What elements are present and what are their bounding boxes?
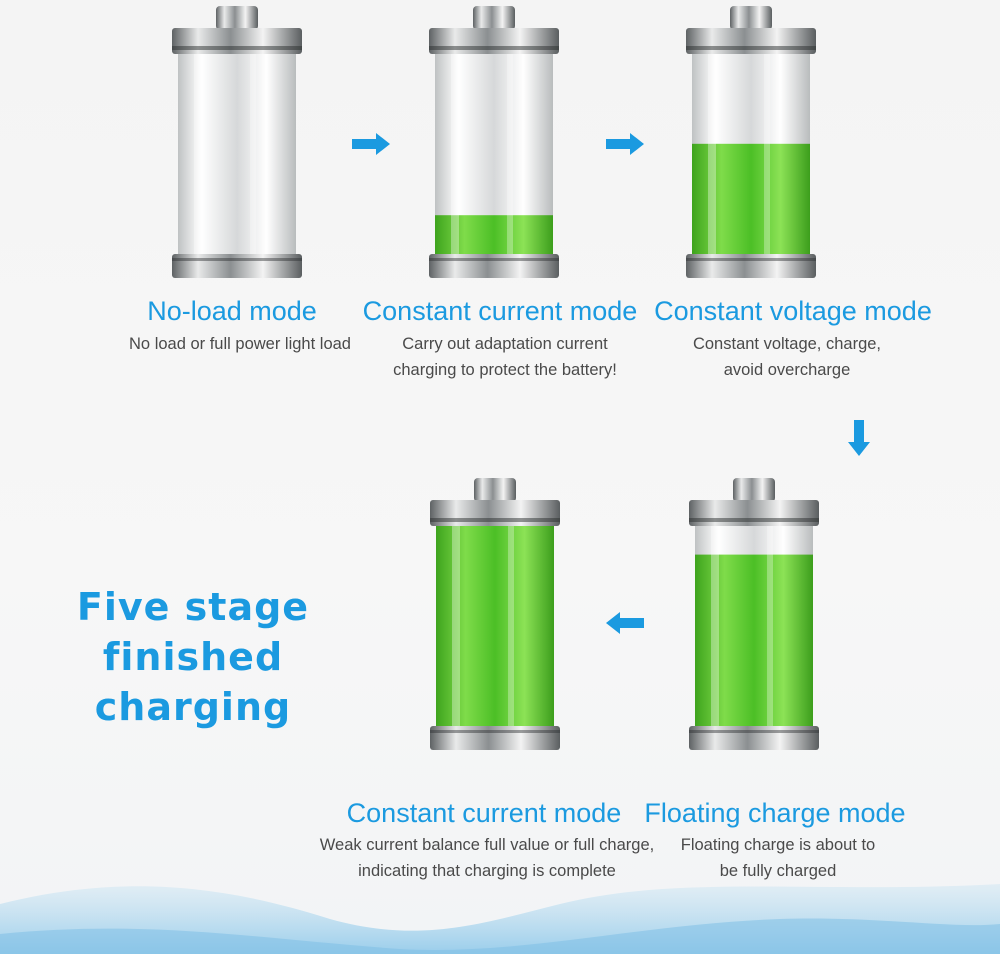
- desc-line: charging to protect the battery!: [393, 361, 617, 379]
- battery-top-band-shadow: [686, 46, 816, 50]
- battery-bottom-band: [689, 726, 819, 750]
- arrow-right-icon: [606, 133, 644, 155]
- arrow-down-icon: [848, 420, 870, 456]
- stage-desc-floating-charge: Floating charge is about to be fully cha…: [660, 832, 896, 884]
- desc-line: be fully charged: [719, 862, 837, 880]
- stage-title-constant-current: Constant current mode: [362, 296, 638, 326]
- battery-top-band-shadow: [430, 518, 560, 522]
- stage-desc-constant-voltage: Constant voltage, charge, avoid overchar…: [660, 331, 914, 383]
- headline-line-1: Five stage: [76, 585, 310, 629]
- headline: Five stage finished charging: [26, 582, 360, 732]
- stage-title-floating-charge: Floating charge mode: [644, 798, 906, 828]
- battery-highlight: [452, 524, 460, 728]
- desc-line: Constant voltage, charge,: [692, 335, 882, 353]
- battery-terminal: [733, 478, 775, 502]
- battery-highlight: [250, 52, 256, 256]
- battery-charge-fill: [436, 524, 554, 728]
- battery-top-band-shadow: [689, 518, 819, 522]
- desc-line: Floating charge is about to: [680, 836, 876, 854]
- desc-line: indicating that charging is complete: [358, 862, 616, 880]
- stage-desc-no-load: No load or full power light load: [100, 331, 380, 357]
- battery-highlight: [451, 52, 459, 256]
- battery-top-band-shadow: [429, 46, 559, 50]
- battery-highlight: [767, 524, 773, 728]
- desc-line: avoid overcharge: [723, 361, 851, 379]
- battery-top-band: [686, 28, 816, 54]
- battery-floating-charge: [689, 478, 819, 750]
- battery-charge-fill: [692, 143, 810, 256]
- stage-desc-complete: Weak current balance full value or full …: [306, 832, 668, 884]
- stage-title-no-load: No-load mode: [147, 296, 317, 326]
- battery-bottom-band-shadow: [430, 730, 560, 733]
- battery-bottom-band-shadow: [686, 258, 816, 261]
- desc-line: No load or full power light load: [129, 335, 351, 353]
- headline-line-2: finished charging: [94, 635, 292, 729]
- battery-terminal: [474, 478, 516, 502]
- desc-line: Weak current balance full value or full …: [319, 836, 655, 854]
- battery-terminal: [473, 6, 515, 30]
- battery-charge-fill: [695, 554, 813, 728]
- wave-decoration: [0, 884, 1000, 954]
- battery-highlight: [708, 52, 716, 256]
- battery-bottom-band-shadow: [429, 258, 559, 261]
- battery-bottom-band: [172, 254, 302, 278]
- battery-body: [178, 52, 296, 256]
- battery-charge-fill: [435, 215, 553, 256]
- battery-highlight: [764, 52, 770, 256]
- stage-title-complete: Constant current mode: [346, 798, 622, 828]
- battery-bottom-band-shadow: [689, 730, 819, 733]
- battery-top-band: [172, 28, 302, 54]
- battery-top-band: [689, 500, 819, 526]
- battery-top-band: [430, 500, 560, 526]
- battery-terminal: [216, 6, 258, 30]
- battery-constant-voltage: [686, 6, 816, 278]
- battery-complete: [430, 478, 560, 750]
- battery-bottom-band-shadow: [172, 258, 302, 261]
- stage-desc-constant-current: Carry out adaptation current charging to…: [370, 331, 640, 383]
- desc-line: Carry out adaptation current: [402, 335, 608, 353]
- stage-title-constant-voltage: Constant voltage mode: [654, 296, 932, 326]
- battery-top-band: [429, 28, 559, 54]
- battery-bottom-band: [430, 726, 560, 750]
- arrow-right-icon: [352, 133, 390, 155]
- battery-bottom-band: [429, 254, 559, 278]
- battery-highlight: [508, 524, 514, 728]
- battery-no-load: [172, 6, 302, 278]
- battery-constant-current: [429, 6, 559, 278]
- battery-bottom-band: [686, 254, 816, 278]
- battery-terminal: [730, 6, 772, 30]
- battery-highlight: [194, 52, 202, 256]
- battery-highlight: [711, 524, 719, 728]
- arrow-left-icon: [606, 612, 644, 634]
- battery-top-band-shadow: [172, 46, 302, 50]
- battery-highlight: [507, 52, 513, 256]
